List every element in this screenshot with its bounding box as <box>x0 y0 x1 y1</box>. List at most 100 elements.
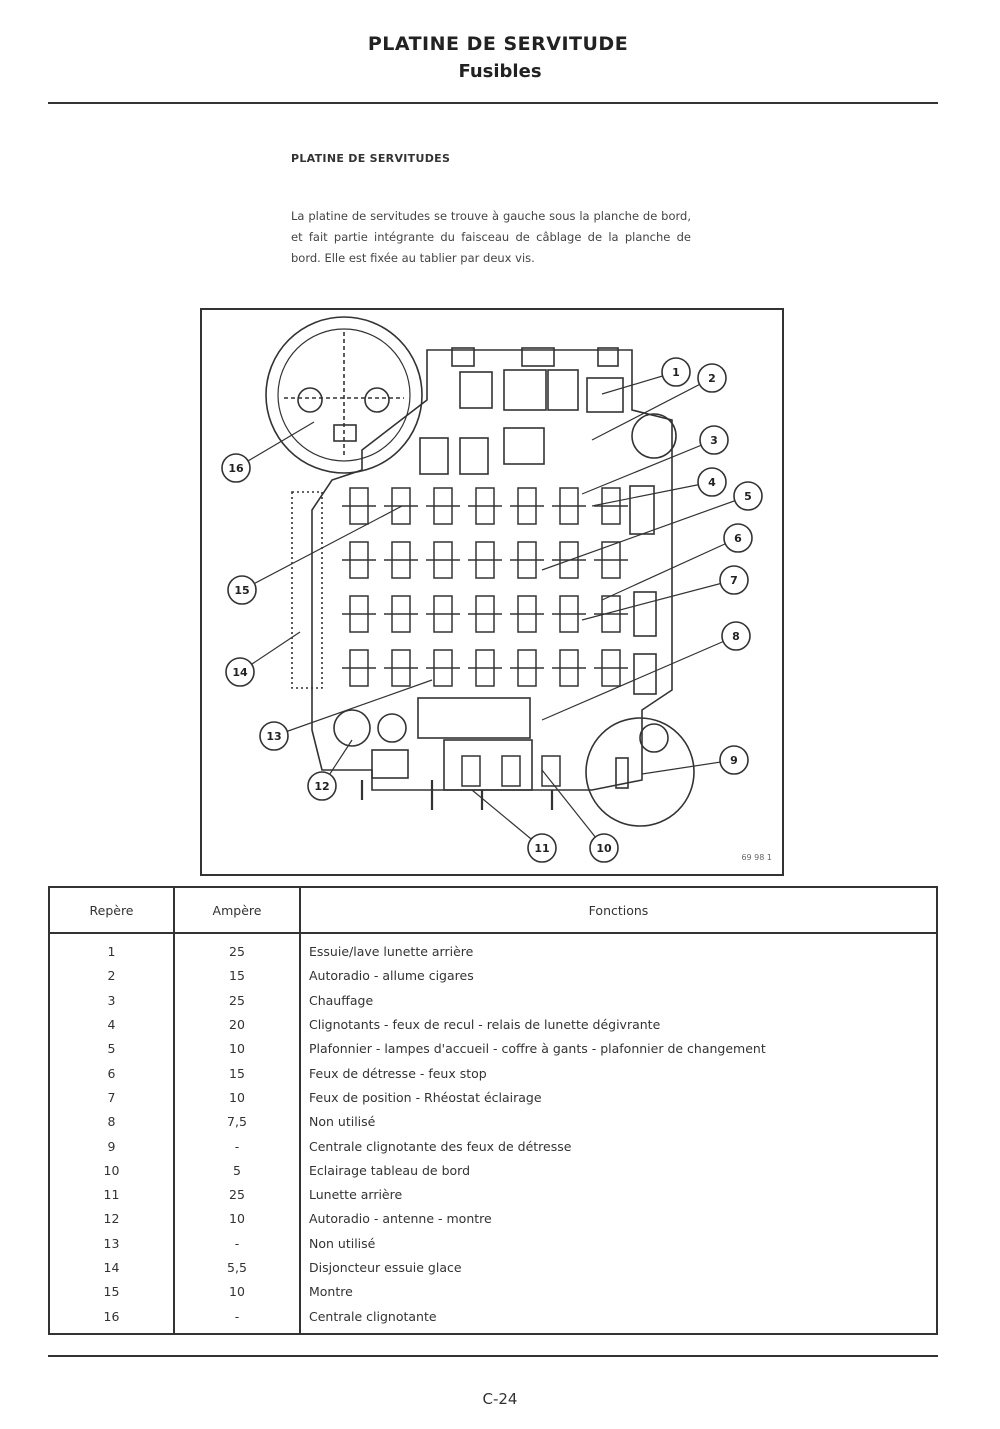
callout-6: 6 <box>723 523 753 553</box>
fuse-function-cell: Montre <box>299 1280 938 1305</box>
callout-leader <box>591 481 713 507</box>
fuse-slot <box>541 755 561 787</box>
fuse-function-cell: Non utilisé <box>299 1110 938 1135</box>
callout-15: 15 <box>227 575 257 605</box>
fuse-repere-cell: 5 <box>48 1037 175 1062</box>
fuse-ampere-cell: - <box>173 1231 301 1256</box>
fuse-ampere-cell: 20 <box>173 1012 301 1038</box>
fuse-function-cell: Autoradio - antenne - montre <box>299 1207 938 1232</box>
callout-leader <box>541 769 605 849</box>
callout-leader <box>235 421 315 469</box>
header-divider <box>48 102 938 104</box>
callout-label: 11 <box>534 842 549 855</box>
fuse-repere-cell: 16 <box>48 1304 175 1335</box>
fuse-function-cell: Feux de position - Rhéostat éclairage <box>299 1085 938 1111</box>
intro-paragraph: La platine de servitudes se trouve à gau… <box>291 209 691 265</box>
fuse-slot <box>501 755 521 787</box>
callout-label: 13 <box>266 730 281 743</box>
fuse-function-cell: Centrale clignotante <box>299 1304 938 1335</box>
figure-reference: 69 98 1 <box>741 853 772 862</box>
fuse-function-cell: Chauffage <box>299 988 938 1013</box>
fuse-ampere-cell: 15 <box>173 1061 301 1086</box>
fuse-repere-cell: 10 <box>48 1158 175 1183</box>
header-repere: Repère <box>48 886 175 934</box>
callout-16: 16 <box>221 453 251 483</box>
fuse-table-header: Repère Ampère Fonctions <box>48 886 938 934</box>
callout-1: 1 <box>661 357 691 387</box>
fuse-ampere-cell: 10 <box>173 1207 301 1232</box>
fuse-repere-cell: 1 <box>48 933 175 965</box>
fuse-ampere-cell: 5,5 <box>173 1255 301 1281</box>
table-row: 16-Centrale clignotante <box>48 1304 938 1335</box>
fuse-repere-cell: 3 <box>48 988 175 1013</box>
callout-leader <box>601 537 739 601</box>
callout-label: 6 <box>734 532 742 545</box>
fuse-function-cell: Clignotants - feux de recul - relais de … <box>299 1012 938 1038</box>
callout-leader <box>581 579 735 621</box>
callout-label: 12 <box>314 780 329 793</box>
callout-8: 8 <box>721 621 751 651</box>
fuse-repere-cell: 13 <box>48 1231 175 1256</box>
fuse-function-cell: Centrale clignotante des feux de détress… <box>299 1134 938 1159</box>
fuse-slot <box>461 755 481 787</box>
callout-7: 7 <box>719 565 749 595</box>
fuse-repere-cell: 2 <box>48 964 175 989</box>
fuse-function-cell: Disjoncteur essuie glace <box>299 1255 938 1281</box>
fuse-repere-cell: 7 <box>48 1085 175 1111</box>
relay-9-housing <box>585 717 695 827</box>
callout-label: 16 <box>228 462 244 475</box>
callout-9: 9 <box>719 745 749 775</box>
callout-leader <box>641 759 735 775</box>
fuse-ampere-cell: 5 <box>173 1158 301 1183</box>
fuse-function-cell: Autoradio - allume cigares <box>299 964 938 989</box>
callout-5: 5 <box>733 481 763 511</box>
board-outline <box>311 349 673 791</box>
page-title: PLATINE DE SERVITUDE <box>367 33 629 55</box>
page-number: C-24 <box>482 1390 518 1408</box>
fuse-repere-cell: 11 <box>48 1182 175 1208</box>
callout-3: 3 <box>699 425 729 455</box>
fuse-function-cell: Non utilisé <box>299 1231 938 1256</box>
callout-label: 7 <box>730 574 738 587</box>
page-header: PLATINE DE SERVITUDE Fusibles <box>0 30 1000 86</box>
fuse-function-cell: Essuie/lave lunette arrière <box>299 933 938 965</box>
callout-label: 5 <box>744 490 752 503</box>
callout-12: 12 <box>307 771 337 801</box>
callout-4: 4 <box>697 467 727 497</box>
header-ampere: Ampère <box>173 886 301 934</box>
callout-11: 11 <box>527 833 557 863</box>
fuse-repere-cell: 4 <box>48 1012 175 1038</box>
callout-label: 2 <box>708 372 716 385</box>
callout-label: 14 <box>232 666 248 679</box>
table-row: 13-Non utilisé <box>48 1231 938 1256</box>
callout-leader <box>541 635 737 721</box>
fuse-repere-cell: 15 <box>48 1280 175 1305</box>
callout-label: 4 <box>708 476 716 489</box>
relay-16-housing <box>265 316 423 474</box>
fuse-ampere-cell: 10 <box>173 1085 301 1111</box>
callout-label: 3 <box>710 434 718 447</box>
fuse-ampere-cell: 10 <box>173 1280 301 1305</box>
fuse-ampere-cell: 25 <box>173 933 301 965</box>
callout-leader <box>581 439 715 495</box>
callout-leader <box>471 789 543 849</box>
callout-label: 1 <box>672 366 680 379</box>
fuse-ampere-cell: - <box>173 1304 301 1335</box>
fuse-ampere-cell: 25 <box>173 988 301 1013</box>
table-row: 9-Centrale clignotante des feux de détre… <box>48 1134 938 1159</box>
fuse-function-cell: Plafonnier - lampes d'accueil - coffre à… <box>299 1037 938 1062</box>
callout-label: 10 <box>596 842 612 855</box>
